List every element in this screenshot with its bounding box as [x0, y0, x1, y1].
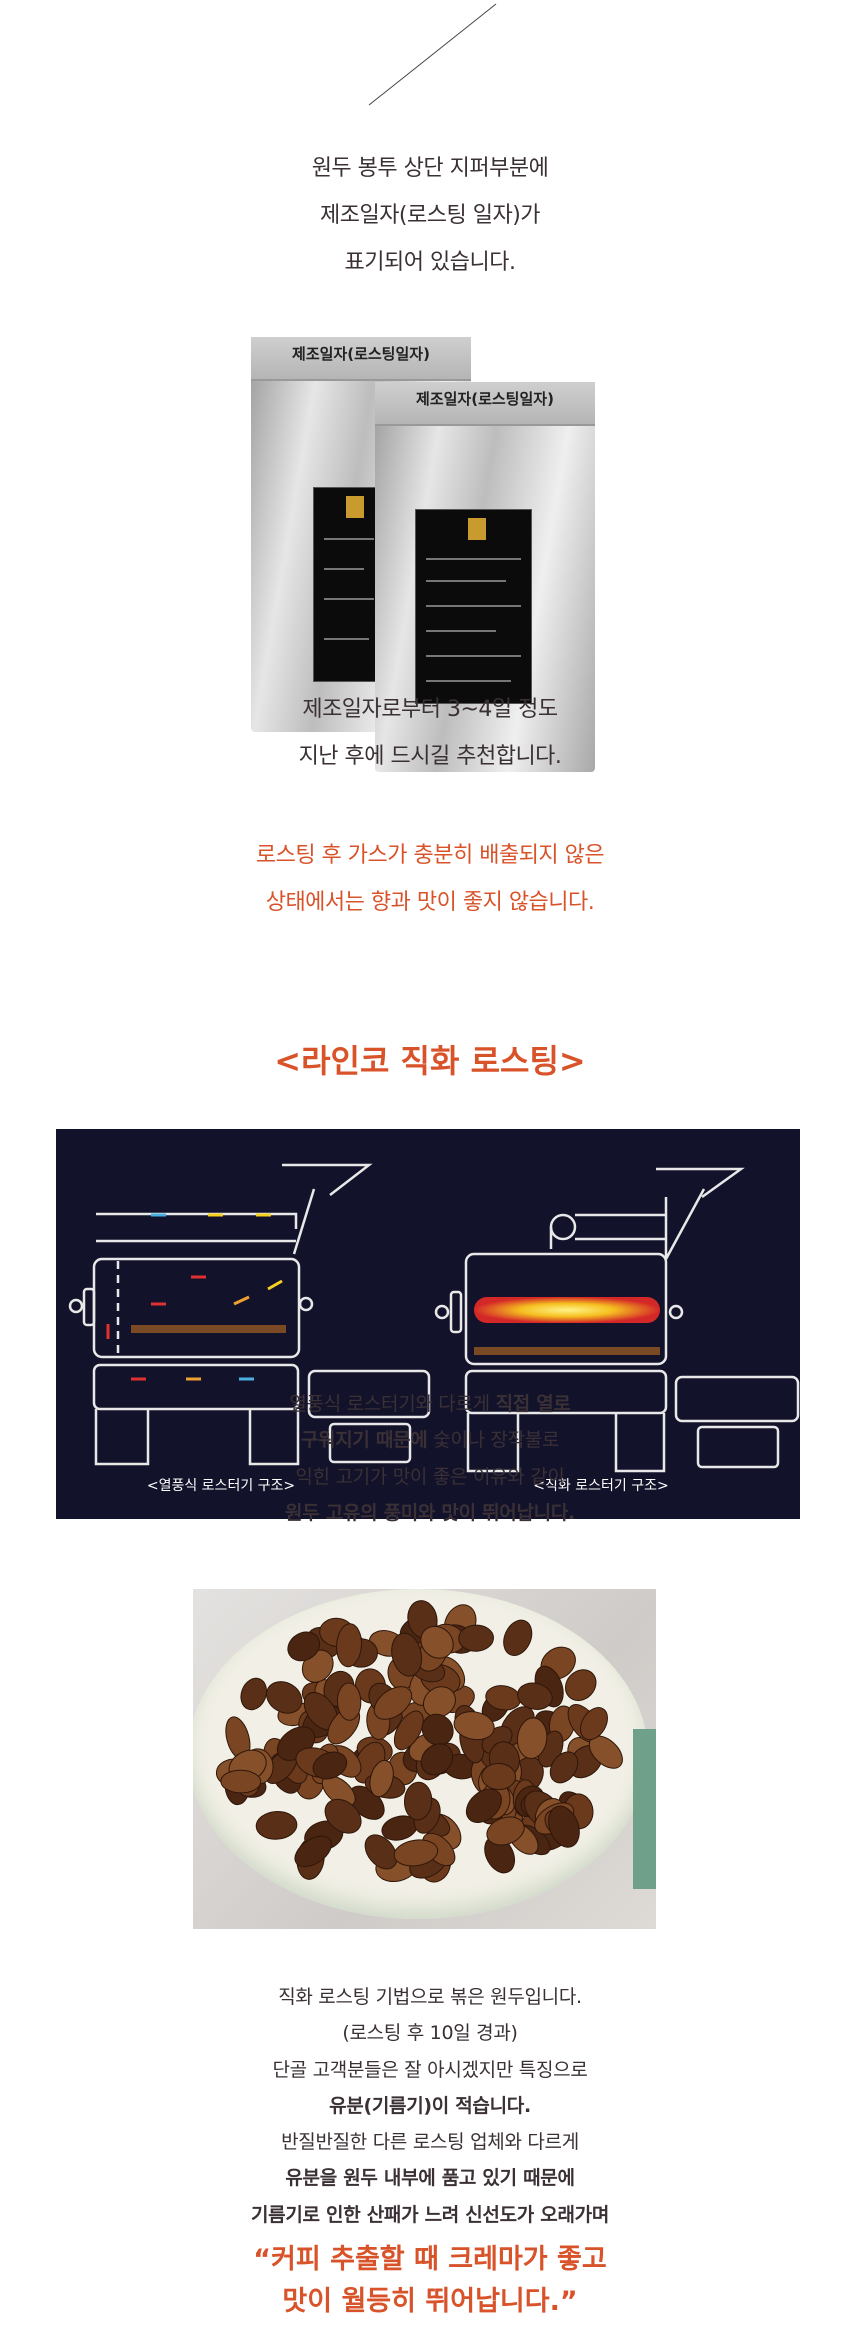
coffee-bean [517, 1682, 553, 1710]
coffee-beans [215, 1600, 623, 1883]
decorative-divider-line [368, 3, 497, 106]
coffee-bean [564, 1669, 597, 1701]
warning-line: 상태에서는 향과 맛이 좋지 않습니다. [265, 890, 595, 915]
text: 숯이나 장작불로 [427, 1429, 560, 1452]
explain-line: 구워지기 때문에 숯이나 장작불로 [0, 1422, 860, 1458]
coffee-bean [336, 1623, 362, 1668]
bold-text: 구워지기 때문에 [300, 1429, 428, 1452]
quote-text: “커피 추출할 때 크레마가 좋고 맛이 월등히 뛰어납니다.” [0, 2239, 860, 2323]
coffee-bean [481, 1762, 517, 1791]
coffee-bean [465, 1788, 502, 1823]
beans-line: 반질반질한 다른 로스팅 업체와 다르게 [281, 2131, 579, 2154]
beans-line: (로스팅 후 10일 경과) [342, 2022, 518, 2045]
coffee-bean [403, 1781, 433, 1821]
beans-line: 직화 로스팅 기법으로 볶은 원두입니다. [278, 1986, 582, 2008]
coffee-bean [391, 1632, 423, 1677]
bag-date-label: 제조일자(로스팅일자) [292, 345, 430, 363]
intro-line: 원두 봉투 상단 지퍼부분에 [311, 156, 549, 181]
coffee-bag-front: 제조일자(로스팅일자) [375, 382, 595, 772]
coffee-bean [220, 1769, 262, 1794]
explain-text: 열풍식 로스터기와 다르게 직접 열로 구워지기 때문에 숯이나 장작불로 익힌… [0, 1386, 860, 1531]
explain-line: 익힌 고기가 맛이 좋은 이유와 같이 [295, 1465, 565, 1488]
coffee-bean [458, 1624, 494, 1652]
coffee-bean [453, 1711, 495, 1741]
bold-text: 직접 열로 [495, 1393, 571, 1415]
coffee-bean [393, 1839, 439, 1867]
direct-fire-roaster-caption: <직화 로스터기 구조> [533, 1478, 669, 1494]
coffee-bean [422, 1686, 456, 1718]
intro-text: 원두 봉투 상단 지퍼부분에 제조일자(로스팅 일자)가 표기되어 있습니다. [0, 145, 860, 286]
explain-line: 열풍식 로스터기와 다르게 직접 열로 [0, 1386, 860, 1422]
recommend-line: 지난 후에 드시길 추천합니다. [298, 744, 562, 769]
coffee-bean [294, 1835, 332, 1868]
coffee-bean [266, 1681, 303, 1714]
text: 열풍식 로스터기와 다르게 [289, 1393, 496, 1415]
hot-air-roaster-caption: <열풍식 로스터기 구조> [146, 1478, 296, 1494]
coffee-bean [516, 1717, 548, 1759]
coffee-bean [324, 1798, 362, 1834]
quote-line: 맛이 월등히 뛰어납니다.” [282, 2286, 578, 2317]
beans-line: 기름기로 인한 산패가 느려 신선도가 오래가며 [251, 2203, 609, 2226]
beans-text: 직화 로스팅 기법으로 볶은 원두입니다. (로스팅 후 10일 경과) 단골 … [0, 1979, 860, 2233]
coffee-bean [420, 1743, 454, 1776]
coffee-bean [421, 1713, 454, 1746]
roaster-diagram: <열풍식 로스터기 구조> <직화 로스터기 구조> [56, 1129, 800, 1519]
coffee-bean [287, 1631, 321, 1662]
coffee-bean [255, 1811, 298, 1840]
coffee-bean [369, 1759, 394, 1798]
coffee-bean [373, 1686, 413, 1720]
coffee-bean [312, 1751, 348, 1780]
roaster-diagram-drawing [68, 1163, 800, 1473]
explain-line: 원두 고유의 풍미와 맛이 뛰어납니다. [285, 1501, 575, 1524]
section-title: <라인코 직화 로스팅> [274, 1042, 586, 1080]
warning-text: 로스팅 후 가스가 충분히 배출되지 않은 상태에서는 향과 맛이 좋지 않습니… [0, 832, 860, 926]
beans-line: 유분을 원두 내부에 품고 있기 때문에 [285, 2167, 575, 2190]
coffee-bean [364, 1834, 398, 1870]
recommend-text: 제조일자로부터 3~4일 정도 지난 후에 드시길 추천합니다. [0, 686, 860, 780]
coffee-bean [240, 1677, 268, 1711]
intro-line: 표기되어 있습니다. [344, 250, 516, 275]
beans-line: 유분(기름기)이 적습니다. [329, 2094, 531, 2117]
coffee-bean [548, 1805, 580, 1848]
coffee-bean [393, 1710, 424, 1751]
coffee-bean [420, 1625, 454, 1659]
warning-line: 로스팅 후 가스가 충분히 배출되지 않은 [255, 843, 605, 868]
intro-line: 제조일자(로스팅 일자)가 [319, 203, 541, 228]
coffee-bags-image: 제조일자(로스팅일자) 제조일자(로스팅일자) [251, 337, 596, 773]
coffee-bean [580, 1707, 608, 1741]
coffee-bean [549, 1751, 579, 1784]
coffee-bean [503, 1619, 533, 1656]
roasted-beans-photo [193, 1589, 656, 1929]
coffee-bean [336, 1682, 362, 1721]
beans-line: 단골 고객분들은 잘 아시겠지만 특징으로 [272, 2058, 588, 2081]
quote-line: “커피 추출할 때 크레마가 좋고 [253, 2244, 607, 2275]
bag-date-label: 제조일자(로스팅일자) [416, 390, 554, 408]
recommend-line: 제조일자로부터 3~4일 정도 [302, 697, 558, 722]
coffee-bean [486, 1816, 525, 1846]
